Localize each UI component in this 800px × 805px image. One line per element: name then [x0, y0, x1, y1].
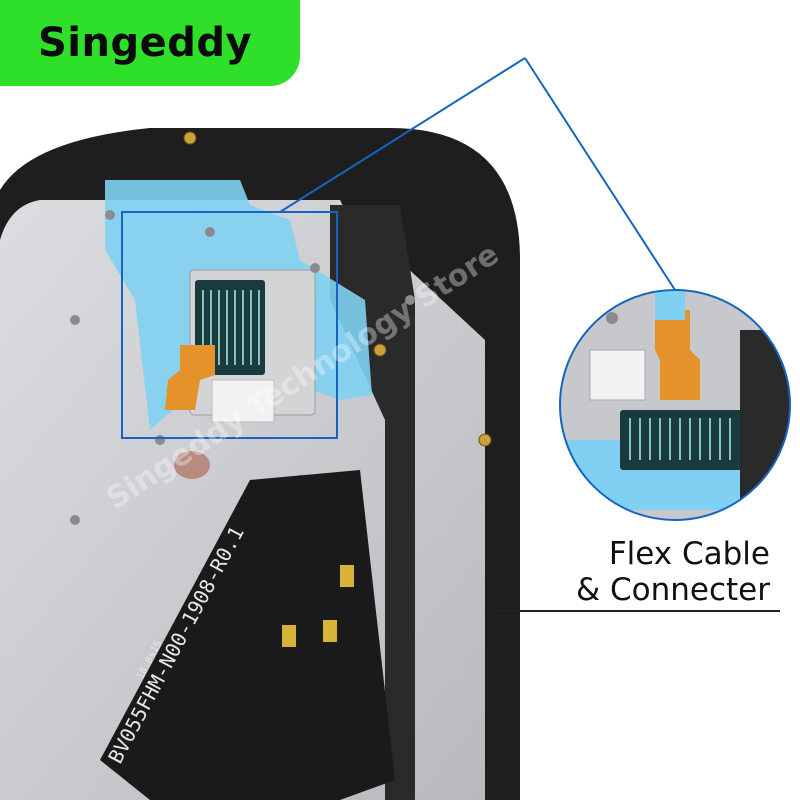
brand-logo: Singeddy: [38, 20, 253, 66]
gold-screws: [183, 131, 492, 447]
main-flex-board: [100, 470, 395, 800]
orange-flex-cable: [165, 345, 215, 410]
zoom-inset: [560, 290, 790, 520]
gold-contact: [323, 620, 337, 642]
caption-line-2: & Connecter: [575, 572, 770, 608]
callout-line: [524, 57, 676, 291]
callout-line: [279, 57, 526, 213]
gold-contact: [340, 565, 354, 587]
feature-caption: Flex Cable & Connecter: [576, 536, 770, 608]
connector-pins: [202, 290, 260, 365]
brand-badge: Singeddy: [0, 0, 300, 86]
highlight-box: [121, 211, 338, 439]
caption-line-1: Flex Cable: [608, 536, 770, 572]
speaker-slot: [174, 451, 210, 479]
gold-contact: [282, 625, 296, 647]
zoom-inset-border: [559, 289, 791, 521]
frame-rail: [330, 205, 415, 800]
caption-underline: [497, 610, 780, 612]
white-tab: [211, 379, 275, 423]
